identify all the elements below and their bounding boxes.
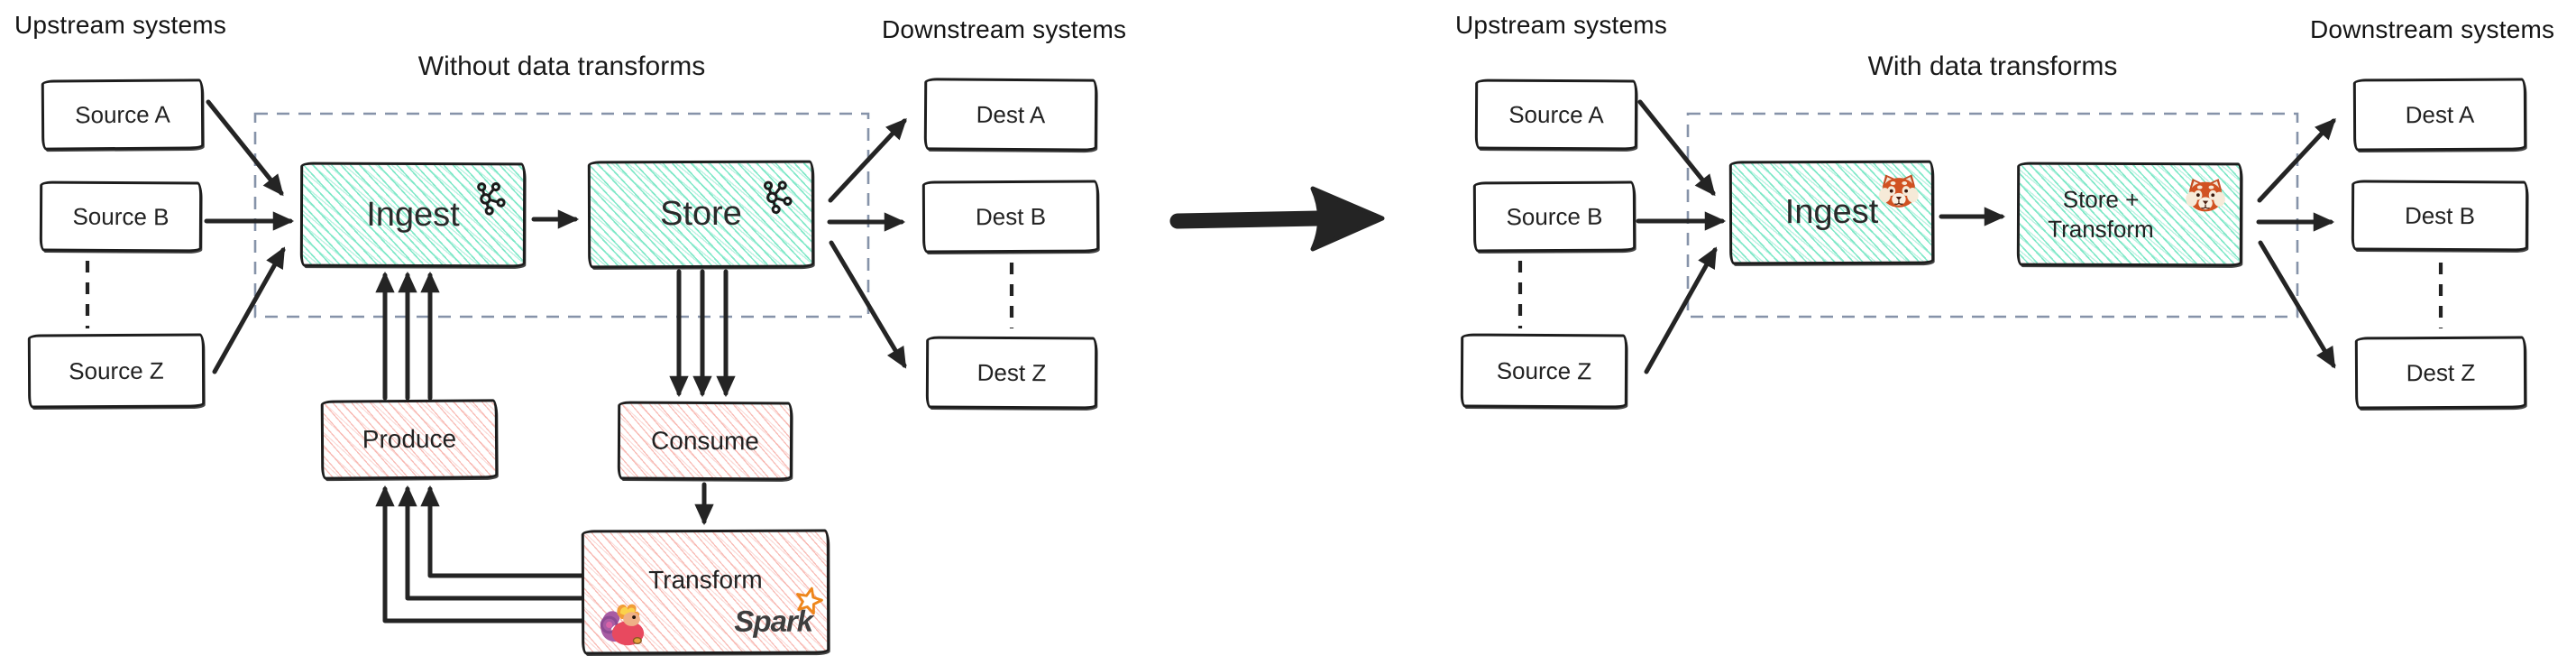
right-store-transform-label: Store + Transform (2048, 185, 2212, 245)
right-source-z-label: Source Z (1496, 356, 1592, 384)
left-pipeline-dashed-boundary (253, 112, 870, 319)
right-dest-a-label: Dest A (2405, 100, 2475, 128)
left-dest-z-label: Dest Z (976, 358, 1047, 386)
right-ingest-label: Ingest (1784, 192, 1879, 232)
transform-label: Transform (648, 565, 763, 595)
left-dest-b-box: Dest B (921, 180, 1100, 254)
spark-logo: Spark (734, 605, 812, 639)
right-pipeline-dashed-boundary (1686, 112, 2299, 319)
right-ingest-box: Ingest (1728, 160, 1935, 265)
left-ingest-label: Ingest (366, 195, 460, 234)
right-source-b-box: Source B (1472, 180, 1636, 253)
right-downstream-label: Downstream systems (2310, 15, 2555, 43)
right-dest-z-label: Dest Z (2406, 358, 2476, 386)
right-upstream-label: Upstream systems (1455, 11, 1668, 39)
consume-label: Consume (651, 426, 760, 455)
transition-arrow (1169, 186, 1385, 252)
produce-box: Produce (320, 399, 499, 480)
right-diagram-arrows (1636, 99, 2336, 374)
transform-box: Transform Spark (581, 529, 830, 655)
consume-box: Consume (617, 401, 793, 481)
store-transform-line2: Transform (2048, 215, 2154, 243)
redpanda-icon (1879, 172, 1919, 208)
right-source-z-box: Source Z (1460, 333, 1628, 409)
left-diagram-title: Without data transforms (417, 51, 706, 81)
right-store-transform-box: Store + Transform (2016, 162, 2243, 267)
right-diagram-title: With data transforms (1867, 51, 2118, 81)
left-dest-a-box: Dest A (923, 78, 1098, 152)
left-dest-b-label: Dest B (975, 202, 1047, 230)
produce-label: Produce (362, 424, 457, 454)
left-source-z-box: Source Z (27, 333, 206, 409)
left-dest-z-box: Dest Z (925, 336, 1098, 410)
left-dest-a-label: Dest A (976, 100, 1046, 128)
ellipsis-dashed-connectors (85, 261, 2443, 328)
flink-squirrel-icon (597, 599, 646, 646)
right-dest-z-box: Dest Z (2354, 336, 2527, 410)
kafka-icon (472, 175, 509, 219)
right-dest-a-box: Dest A (2352, 78, 2527, 152)
right-source-b-label: Source B (1506, 202, 1603, 230)
left-downstream-label: Downstream systems (882, 15, 1127, 43)
right-source-a-label: Source A (1508, 100, 1604, 128)
left-upstream-label: Upstream systems (14, 11, 227, 39)
right-source-a-box: Source A (1474, 79, 1638, 151)
kafka-icon (759, 173, 797, 217)
left-store-box: Store (587, 160, 815, 269)
right-dest-b-label: Dest B (2404, 201, 2476, 229)
store-transform-line1: Store + (2062, 185, 2140, 214)
left-source-a-box: Source A (41, 79, 205, 151)
right-dest-b-box: Dest B (2351, 180, 2529, 252)
left-ingest-box: Ingest (299, 162, 527, 268)
left-diagram-arrows (204, 99, 907, 623)
left-source-z-label: Source Z (69, 356, 164, 384)
left-store-label: Store (660, 194, 742, 234)
left-source-b-box: Source B (39, 180, 203, 253)
left-source-b-label: Source B (72, 202, 170, 230)
left-source-a-label: Source A (75, 100, 170, 128)
